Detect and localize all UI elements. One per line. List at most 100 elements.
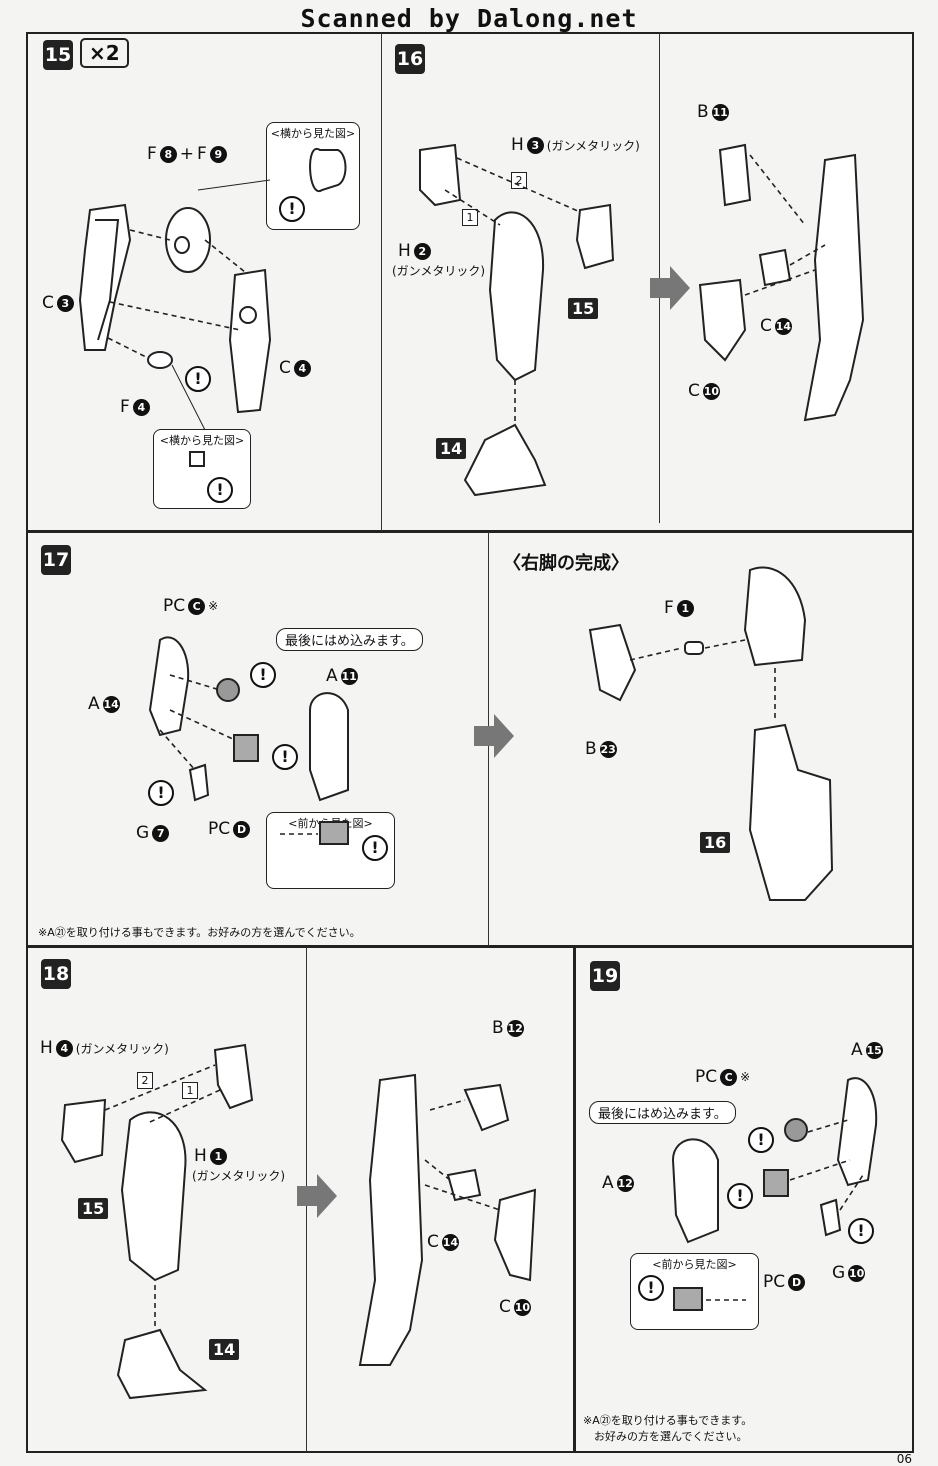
part-label-b23: B 23	[585, 739, 617, 759]
step-ref-tag: 15	[78, 1198, 109, 1219]
order-marker: 2	[511, 172, 527, 189]
panel-step-19	[574, 946, 914, 1453]
step17-parts-illustration	[148, 636, 349, 845]
part-letter: A	[326, 666, 338, 686]
part-letter: C	[279, 358, 291, 378]
part-letter: C	[427, 1232, 439, 1252]
part-number-dot: C	[188, 597, 206, 615]
part-label-h3: H 3 (ガンメタリック)	[511, 135, 640, 155]
part-number-dot: 14	[102, 695, 120, 713]
order-marker: 1	[462, 209, 478, 226]
part-label-g7: G 7	[136, 823, 170, 843]
part-number-dot: 12	[616, 1174, 634, 1192]
part-letter: F	[664, 598, 674, 618]
part-label-h1: H 1	[194, 1146, 227, 1166]
part-letter: A	[88, 694, 100, 714]
warning-icon: !	[185, 366, 211, 392]
step16-parts-illustration	[419, 143, 865, 497]
part-letter: C	[688, 381, 700, 401]
step15-parts-illustration	[78, 147, 347, 467]
part-label-pcc: PC C ※	[695, 1067, 750, 1087]
part-label-c10: C 10	[499, 1297, 531, 1317]
front-view-title: <前から見た図>	[652, 1258, 737, 1271]
part-number-dot: 8	[159, 145, 177, 163]
part-number-dot: 1	[676, 599, 694, 617]
part-label-a11: A 11	[326, 666, 358, 686]
warning-icon: !	[638, 1275, 664, 1301]
completion-illustration	[588, 566, 834, 901]
part-letter: H	[194, 1146, 207, 1166]
step-number: 17	[41, 545, 71, 575]
arrow-right-icon	[474, 714, 514, 758]
part-label-a12: A 12	[602, 1173, 634, 1193]
step-ref-tag: 14	[436, 438, 467, 459]
part-number-dot: 15	[865, 1041, 883, 1059]
part-letter: C	[42, 293, 54, 313]
part-letter: A	[602, 1173, 614, 1193]
part-letter: PC	[763, 1272, 786, 1292]
part-letter: PC	[163, 596, 186, 616]
completion-title: 〈右脚の完成〉	[503, 553, 629, 574]
part-letter: G	[832, 1263, 846, 1283]
page-number: 06	[896, 1452, 912, 1466]
side-view-title: <横から見た図>	[270, 127, 356, 140]
part-label-c14: C 14	[427, 1232, 459, 1252]
step-number: 19	[590, 961, 620, 991]
part-number-dot: D	[233, 820, 251, 838]
color-note: (ガンメタリック)	[75, 1041, 169, 1056]
warning-icon: !	[148, 780, 174, 806]
warning-icon: !	[207, 477, 233, 503]
warning-icon: !	[272, 744, 298, 770]
warning-icon: !	[362, 835, 388, 861]
part-number-dot: D	[788, 1273, 806, 1291]
assembly-callout: 最後にはめ込みます。	[276, 628, 423, 651]
part-number-dot: C	[720, 1068, 738, 1086]
color-note: (ガンメタリック)	[192, 1169, 286, 1183]
color-note: (ガンメタリック)	[392, 264, 486, 278]
part-label-h4: H 4 (ガンメタリック)	[40, 1038, 169, 1058]
part-number-dot: 11	[711, 103, 729, 121]
step-number: 18	[41, 959, 71, 989]
footnote: ※A㉑を取り付ける事もできます。	[583, 1414, 753, 1427]
part-label-b12: B 12	[492, 1018, 524, 1038]
part-number-dot: 14	[774, 317, 792, 335]
part-letter: B	[585, 739, 597, 759]
part-letter: C	[499, 1297, 511, 1317]
part-label-f1: F 1	[664, 598, 694, 618]
part-letter: A	[851, 1040, 863, 1060]
part-letter: B	[492, 1018, 504, 1038]
warning-icon: !	[727, 1183, 753, 1209]
warning-icon: !	[848, 1218, 874, 1244]
part-number-dot: 4	[293, 359, 311, 377]
warning-icon: !	[250, 662, 276, 688]
part-label-g10: G 10	[832, 1263, 866, 1283]
part-label-a15: A 15	[851, 1040, 883, 1060]
part-number-dot: 3	[526, 136, 544, 154]
part-number-dot: 10	[513, 1298, 531, 1316]
part-letter: F	[197, 144, 207, 164]
part-number-dot: 10	[848, 1264, 866, 1282]
step-ref-tag: 16	[700, 832, 731, 853]
part-label-a14: A 14	[88, 694, 120, 714]
footnote: お好みの方を選んでください。	[594, 1430, 748, 1443]
part-letter: PC	[695, 1067, 718, 1087]
part-letter: F	[120, 397, 130, 417]
order-marker: 2	[137, 1072, 153, 1089]
step-number: 15	[43, 40, 73, 70]
warning-icon: !	[748, 1127, 774, 1153]
part-number-dot: 1	[209, 1147, 227, 1165]
part-letter: H	[398, 241, 411, 261]
step-ref-tag: 14	[209, 1339, 240, 1360]
part-number-dot: 3	[56, 294, 74, 312]
step-number: 16	[395, 44, 425, 74]
order-marker: 1	[182, 1082, 198, 1099]
step19-parts-illustration	[671, 1077, 878, 1311]
part-number-dot: 23	[599, 740, 617, 758]
part-label-h2: H 2	[398, 241, 431, 261]
step-ref-tag: 15	[568, 298, 599, 319]
part-label-b11: B 11	[697, 102, 729, 122]
part-number-dot: 12	[506, 1019, 524, 1037]
asterisk-mark: ※	[208, 599, 219, 613]
part-number-dot: 11	[340, 667, 358, 685]
part-label-pcd: PC D	[208, 819, 251, 839]
